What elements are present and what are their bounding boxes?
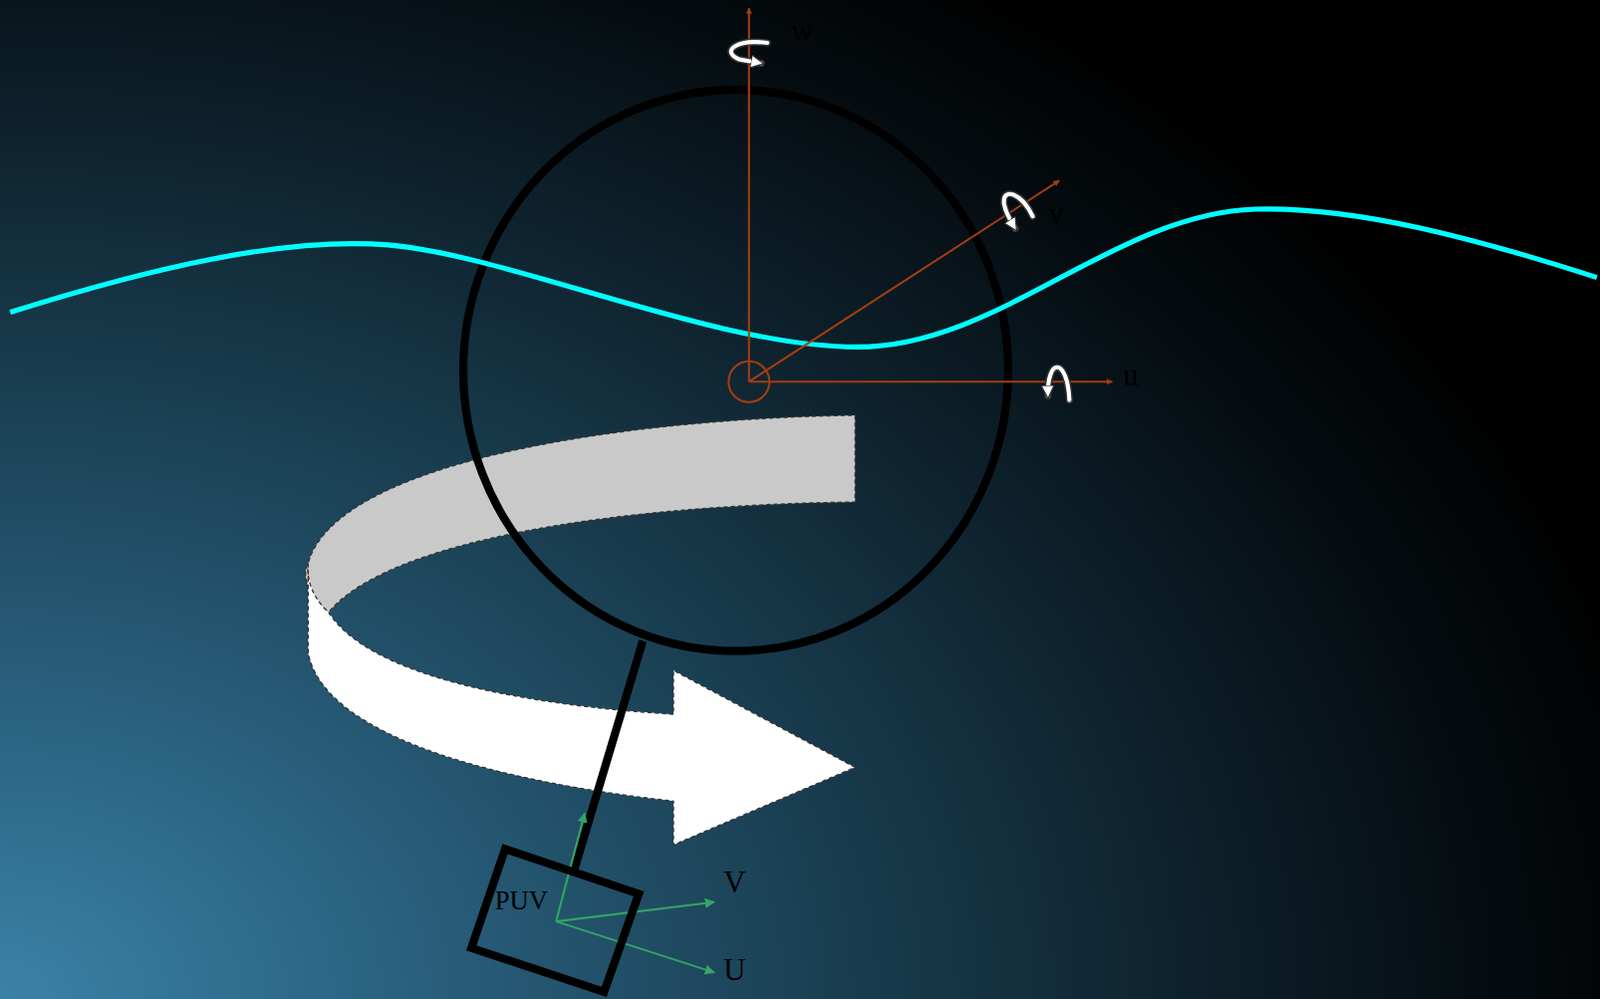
axis-label: U [723, 954, 746, 986]
sensor-box-outline [464, 842, 648, 999]
sea-surface [9, 209, 1598, 348]
axis-label: w [791, 14, 813, 46]
v-axis [749, 180, 1060, 382]
tether [572, 640, 644, 876]
axis-label: v [1048, 199, 1064, 231]
rotation-band-top [305, 415, 856, 613]
sensor-box: PUV [464, 842, 648, 999]
sensor-box-border [471, 848, 639, 992]
sensor-name: PUV [495, 887, 548, 915]
buoy-outline [463, 89, 1009, 651]
axis-label: u [1122, 360, 1138, 392]
axis-label: V [723, 867, 746, 899]
rotation-arrows [731, 41, 1070, 400]
u-axis [749, 380, 1113, 383]
